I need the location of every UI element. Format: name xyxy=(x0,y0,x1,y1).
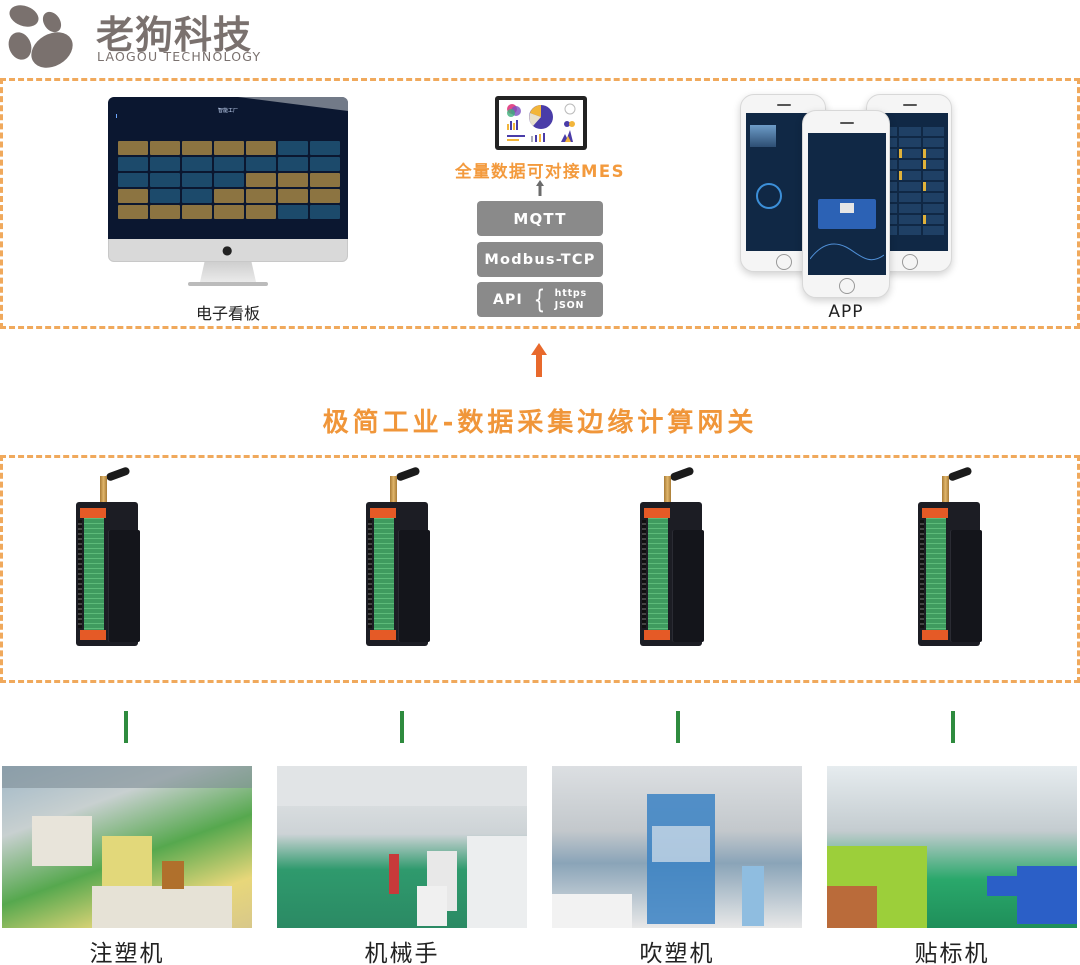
machine-label: 吹塑机 xyxy=(639,941,715,965)
brace-icon: { xyxy=(533,284,547,315)
app-caption: APP xyxy=(828,302,864,322)
protocol-label: Modbus-TCP xyxy=(484,251,596,268)
phone-center xyxy=(802,110,890,298)
edge-gateway-device xyxy=(912,466,992,648)
brand-name-cn: 老狗科技 xyxy=(96,13,253,57)
brand-logo: 老狗科技 LAOGOU TECHNOLOGY xyxy=(4,2,274,68)
photo-injection-molding xyxy=(2,766,252,928)
api-formats: https JSON xyxy=(555,288,587,312)
protocol-modbus-tcp: Modbus-TCP xyxy=(477,242,603,277)
connector-line xyxy=(124,711,128,743)
edge-gateway-device xyxy=(70,466,150,648)
machine-image xyxy=(818,199,876,229)
analytics-screen xyxy=(499,100,583,146)
phone-screen-machine-detail xyxy=(808,133,886,275)
protocol-api: API { https JSON xyxy=(477,282,603,317)
trend-line-icon xyxy=(810,243,884,261)
monitor-base xyxy=(188,282,268,286)
machine-label: 机械手 xyxy=(364,941,440,965)
protocol-label: API xyxy=(493,291,523,308)
apple-logo-icon: ● xyxy=(222,243,233,257)
photo-labeling-machine xyxy=(827,766,1077,928)
edge-gateway-device xyxy=(360,466,440,648)
upload-arrow-icon xyxy=(531,343,547,377)
photo-robot-arm xyxy=(277,766,527,928)
home-button xyxy=(776,254,792,270)
terminal-block xyxy=(648,514,668,634)
machine-status-grid xyxy=(118,141,340,219)
edge-gateway-device xyxy=(634,466,714,648)
home-button xyxy=(902,254,918,270)
connector-line xyxy=(676,711,680,743)
gateway-title: 极简工业-数据采集边缘计算网关 xyxy=(322,408,758,438)
mobile-app-mockups xyxy=(738,92,954,302)
dashboard-monitor: 智能工厂 ● xyxy=(108,97,348,297)
machine-label: 贴标机 xyxy=(914,941,990,965)
dashboard-screen: 智能工厂 xyxy=(108,97,348,239)
analytics-charts-icon xyxy=(507,103,576,142)
brand-name-en: LAOGOU TECHNOLOGY xyxy=(97,49,262,64)
format-https: https xyxy=(554,287,587,299)
protocol-mqtt: MQTT xyxy=(477,201,603,236)
mes-tablet xyxy=(495,96,587,150)
factory-building-image xyxy=(750,125,776,147)
terminal-block xyxy=(374,514,394,634)
gauge-icon xyxy=(756,183,782,209)
paw-logo-icon xyxy=(8,5,73,68)
mes-caption: 全量数据可对接MES xyxy=(454,162,626,181)
machine-label: 注塑机 xyxy=(89,941,165,965)
home-button xyxy=(839,278,855,294)
connector-line xyxy=(400,711,404,743)
connector-line xyxy=(951,711,955,743)
terminal-block xyxy=(84,514,104,634)
output-layer-frame xyxy=(0,78,1080,329)
monitor-stand xyxy=(200,262,256,282)
terminal-block xyxy=(926,514,946,634)
gateway-layer-frame xyxy=(0,455,1080,683)
dashboard-screen-title: 智能工厂 xyxy=(217,108,238,114)
protocol-label: MQTT xyxy=(513,209,567,228)
up-arrow-icon xyxy=(536,180,544,196)
photo-blow-molding xyxy=(552,766,802,928)
dashboard-caption: 电子看板 xyxy=(195,304,260,323)
format-json: JSON xyxy=(554,299,585,311)
